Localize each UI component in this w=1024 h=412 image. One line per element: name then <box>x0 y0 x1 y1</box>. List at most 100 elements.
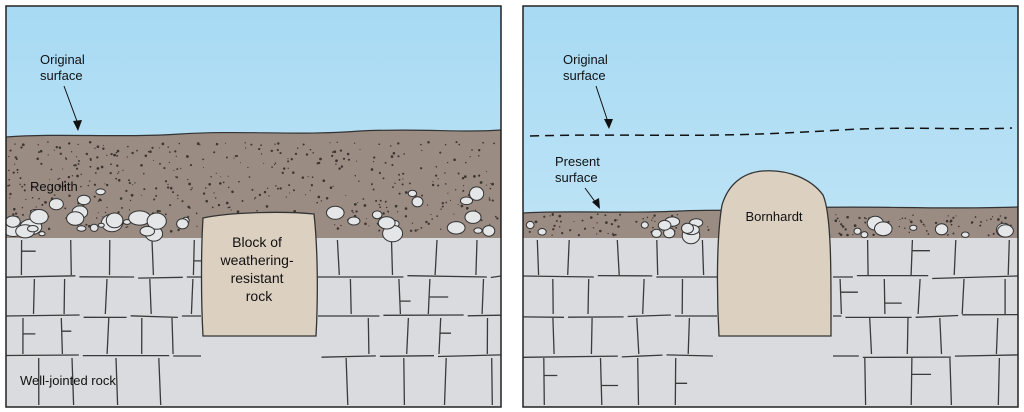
regolith-grain <box>619 213 622 216</box>
regolith-grain <box>317 195 321 199</box>
regolith-grain <box>9 197 11 199</box>
regolith-grain <box>353 203 357 206</box>
regolith-grain <box>414 229 417 232</box>
regolith-grain <box>863 217 866 219</box>
regolith-grain <box>143 188 146 191</box>
regolith-grain <box>333 150 337 154</box>
regolith-grain <box>94 147 96 149</box>
regolith-grain <box>922 223 925 226</box>
regolith-grain <box>834 219 838 223</box>
regolith-grain <box>263 163 265 164</box>
regolith-grain <box>64 207 67 210</box>
regolith-grain <box>276 148 279 152</box>
regolith-grain <box>36 157 39 161</box>
regolith-grain <box>67 142 71 145</box>
regolith-grain <box>919 219 922 222</box>
regolith-grain <box>457 172 460 175</box>
regolith-grain <box>106 206 108 209</box>
regolith-grain <box>534 220 538 224</box>
regolith-grain <box>325 196 329 200</box>
regolith-grain <box>186 155 189 158</box>
regolith-grain <box>489 223 491 226</box>
regolith-grain <box>8 184 11 187</box>
regolith-grain <box>992 232 995 235</box>
regolith-grain <box>363 204 367 207</box>
regolith-grain <box>612 233 615 237</box>
regolith-grain <box>156 209 160 213</box>
regolith-grain <box>63 185 66 188</box>
regolith-grain <box>116 154 119 157</box>
regolith-grain <box>368 225 370 227</box>
boulder <box>411 196 424 208</box>
regolith-grain <box>652 217 654 219</box>
regolith-grain <box>12 213 15 216</box>
regolith-grain <box>430 214 432 216</box>
regolith-grain <box>119 197 123 200</box>
regolith-grain <box>96 156 99 159</box>
regolith-grain <box>844 228 847 231</box>
regolith-grain <box>373 156 376 159</box>
regolith-grain <box>577 234 581 237</box>
regolith-grain <box>176 168 179 171</box>
regolith-grain <box>332 185 334 187</box>
regolith-grain <box>250 143 253 146</box>
regolith-grain <box>411 222 414 224</box>
regolith-grain <box>260 144 262 147</box>
regolith-grain <box>155 187 158 190</box>
boulder <box>525 220 535 230</box>
regolith-grain <box>55 146 58 149</box>
regolith-grain <box>41 203 44 206</box>
regolith-grain <box>225 201 229 205</box>
regolith-grain <box>115 177 118 180</box>
regolith-grain <box>353 142 356 144</box>
regolith-grain <box>166 186 170 189</box>
regolith-grain <box>485 171 487 173</box>
regolith-grain <box>292 171 295 174</box>
regolith-grain <box>85 152 89 156</box>
regolith-grain <box>356 160 358 162</box>
regolith-grain <box>432 181 434 183</box>
regolith-grain <box>188 207 191 209</box>
regolith-grain <box>227 206 230 209</box>
regolith-grain <box>275 185 277 187</box>
regolith-grain <box>225 156 228 159</box>
regolith-grain <box>334 224 336 226</box>
regolith-grain <box>909 219 911 221</box>
regolith-grain <box>177 198 179 200</box>
regolith-grain <box>8 155 10 158</box>
regolith-grain <box>908 231 911 234</box>
regolith-grain <box>168 161 170 164</box>
regolith-grain <box>979 224 982 227</box>
regolith-grain <box>453 158 456 162</box>
left-boulders <box>6 186 496 243</box>
boulder <box>89 223 99 232</box>
regolith-grain <box>441 205 444 208</box>
regolith-grain <box>427 140 430 144</box>
boulder <box>874 221 893 237</box>
regolith-grain <box>465 206 469 210</box>
regolith-grain <box>136 149 138 152</box>
regolith-grain <box>253 198 256 200</box>
regolith-grain <box>362 198 365 200</box>
regolith-grain <box>551 234 553 236</box>
regolith-grain <box>8 169 10 172</box>
regolith-grain <box>102 144 104 146</box>
regolith-grain <box>454 189 457 191</box>
regolith-grain <box>427 222 430 225</box>
regolith-grain <box>846 233 849 237</box>
regolith-grain <box>707 226 709 228</box>
rock-joint-lines <box>523 239 1018 406</box>
regolith-grain <box>945 219 949 223</box>
right-original-surface-arrowhead <box>604 119 613 129</box>
regolith-grain <box>947 215 949 217</box>
regolith-grain <box>352 211 354 214</box>
regolith-grain <box>222 181 225 184</box>
regolith-grain <box>228 206 231 208</box>
regolith-grain <box>196 142 200 146</box>
regolith-grain <box>254 196 257 199</box>
right-boulders <box>525 215 1014 245</box>
regolith-grain <box>453 213 455 215</box>
right-panel: Original surface Present surface Bornhar… <box>523 6 1018 407</box>
boulder <box>326 205 345 220</box>
regolith-grain <box>573 221 575 223</box>
